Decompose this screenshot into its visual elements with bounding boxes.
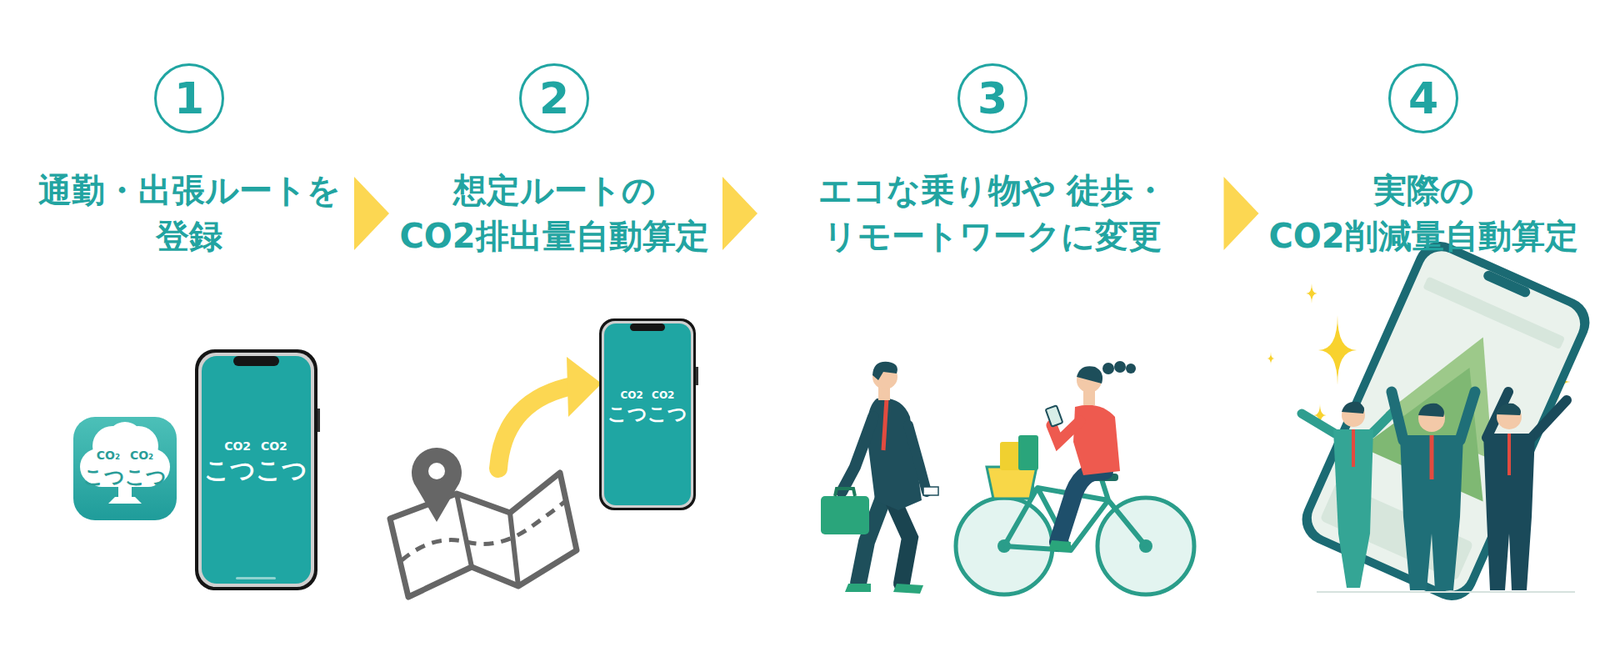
walking-man — [820, 361, 939, 594]
step-column: 3 エコな乗り物や 徒歩・リモートワークに変更 — [767, 63, 1218, 260]
app-logo-text: CO₂ CO₂ — [96, 449, 155, 462]
walking-man — [923, 486, 939, 495]
celebrating-people — [1316, 590, 1575, 593]
phone — [201, 355, 311, 584]
cyclist — [1102, 362, 1115, 375]
app-logo-text: CO2 CO2 — [224, 440, 288, 453]
app-logo-text: こつこつ — [83, 465, 167, 488]
map — [390, 472, 577, 597]
step-heading: 通勤・出張ルートを 登録 — [30, 167, 348, 260]
cyclist — [955, 360, 1195, 595]
step-circle: 3 — [957, 63, 1028, 134]
app-logo-text: CO2 CO2 — [620, 390, 675, 401]
walking-man — [908, 425, 927, 492]
celebrating-people — [1341, 401, 1365, 414]
map — [390, 447, 577, 597]
walking-man — [893, 583, 924, 594]
curved-arrow — [498, 385, 577, 469]
sparkles — [1267, 351, 1275, 365]
cyclist — [1048, 540, 1071, 552]
celebrating-people — [1400, 435, 1464, 590]
phone — [233, 355, 280, 366]
phone — [195, 349, 320, 590]
curved-arrow — [498, 356, 602, 469]
cyclist — [1045, 405, 1064, 426]
cyclist — [1125, 363, 1136, 374]
sparkles — [1305, 283, 1317, 304]
step-circle: 1 — [154, 63, 225, 134]
cyclist — [1073, 405, 1120, 475]
step-arrow — [722, 176, 758, 250]
step-column: 4 実際の CO2削減量自動算定 — [1265, 63, 1582, 260]
phone — [235, 576, 276, 580]
app-icon — [73, 416, 177, 520]
phone — [195, 349, 318, 590]
map — [411, 447, 462, 522]
app-logo-text: こつこつ — [204, 455, 308, 484]
tilted-phone — [1294, 233, 1598, 608]
step-arrow — [1224, 176, 1260, 250]
walking-man — [883, 398, 887, 450]
walking-man — [872, 361, 898, 380]
celebrating-people — [1301, 391, 1575, 592]
map — [401, 500, 567, 560]
step-column: 2 想定ルートの CO2排出量自動算定 — [395, 63, 713, 260]
cyclist — [986, 466, 1037, 499]
celebrating-people — [1351, 429, 1355, 467]
step-number: 2 — [539, 76, 570, 120]
app-logo-text: こつこつ — [607, 403, 688, 425]
celebrating-people — [1391, 391, 1475, 440]
cyclist — [1018, 435, 1039, 470]
phone — [601, 320, 694, 508]
celebrating-people — [1496, 403, 1521, 415]
tilted-phone — [1481, 269, 1532, 299]
curved-arrow — [566, 356, 602, 417]
walking-man — [820, 495, 870, 535]
celebrating-people — [1430, 435, 1435, 480]
step-circle: 2 — [519, 63, 590, 134]
cyclist — [1114, 360, 1126, 373]
step-heading: エコな乗り物や 徒歩・リモートワークに変更 — [767, 167, 1218, 260]
app-icon — [80, 421, 170, 504]
step-number: 4 — [1408, 76, 1439, 120]
celebrating-people — [1418, 403, 1445, 417]
map — [428, 462, 445, 480]
celebrating-people — [1507, 433, 1511, 475]
phone — [599, 318, 699, 510]
celebrating-people — [1483, 433, 1535, 590]
step-number: 3 — [977, 76, 1008, 120]
cyclist — [1076, 365, 1103, 384]
step-column: 1 通勤・出張ルートを 登録 — [30, 63, 348, 260]
phone — [630, 323, 665, 331]
phone — [198, 352, 315, 587]
step-arrow — [354, 176, 390, 250]
cyclist — [1058, 470, 1105, 542]
sparkles — [1318, 315, 1357, 385]
app-icon — [73, 416, 177, 520]
step-heading: 想定ルートの CO2排出量自動算定 — [395, 167, 713, 260]
tilted-phone — [1305, 245, 1587, 598]
phone — [599, 318, 696, 510]
app-icon — [108, 496, 142, 504]
step-circle: 4 — [1388, 63, 1459, 134]
walking-man — [835, 488, 855, 496]
walking-man — [845, 583, 871, 592]
phone — [604, 323, 691, 505]
step-number: 1 — [174, 76, 205, 120]
step-heading: 実際の CO2削減量自動算定 — [1265, 167, 1582, 260]
phone — [317, 408, 320, 432]
walking-man — [841, 416, 874, 492]
phone — [695, 366, 699, 385]
tilted-phone — [1294, 233, 1598, 608]
tilted-phone — [1422, 275, 1565, 350]
celebrating-people — [1486, 391, 1567, 438]
celebrating-people — [1333, 429, 1374, 588]
